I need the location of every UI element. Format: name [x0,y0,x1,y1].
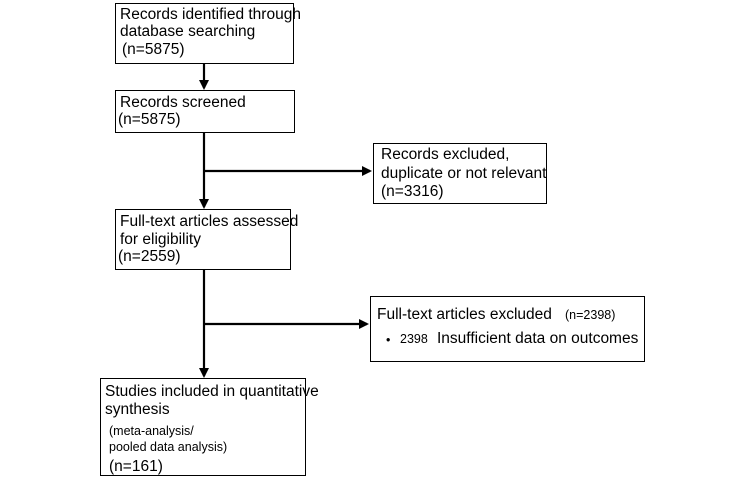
eligibility-box [115,209,291,270]
identified-label-line2: database searching [120,23,256,40]
screened-count: (n=5875) [118,111,181,128]
included-box [100,378,306,476]
identified-label-line1: Records identified through [120,6,301,23]
bullet-icon: • [386,333,391,347]
excluded-reason-count: 2398 [400,332,428,346]
included-label-line1: Studies included in quantitative [105,383,319,400]
screened-box [115,90,295,133]
included-label-line2: synthesis [105,401,170,418]
excluded-reason-text: Insufficient data on outcomes [437,330,639,347]
identified-box [115,3,294,64]
screened-label: Records screened [120,94,246,111]
identified-count: (n=5875) [122,41,185,58]
fulltext-excluded-title: Full-text articles excluded [377,306,552,323]
eligibility-label-line1: Full-text articles assessed [120,213,299,230]
eligibility-label-line2: for eligibility [120,231,201,248]
fulltext-excluded-count: (n=2398) [565,308,616,322]
included-note-line1: (meta-analysis/ [109,424,194,438]
fulltext-excluded-box [370,296,645,362]
records-excluded-label-line2: duplicate or not relevant [381,165,547,182]
records-excluded-count: (n=3316) [381,183,444,200]
records-excluded-label-line1: Records excluded, [381,146,510,163]
eligibility-count: (n=2559) [118,248,181,265]
included-count: (n=161) [109,458,163,475]
records-excluded-box [373,143,547,204]
included-note-line2: pooled data analysis) [109,440,228,454]
